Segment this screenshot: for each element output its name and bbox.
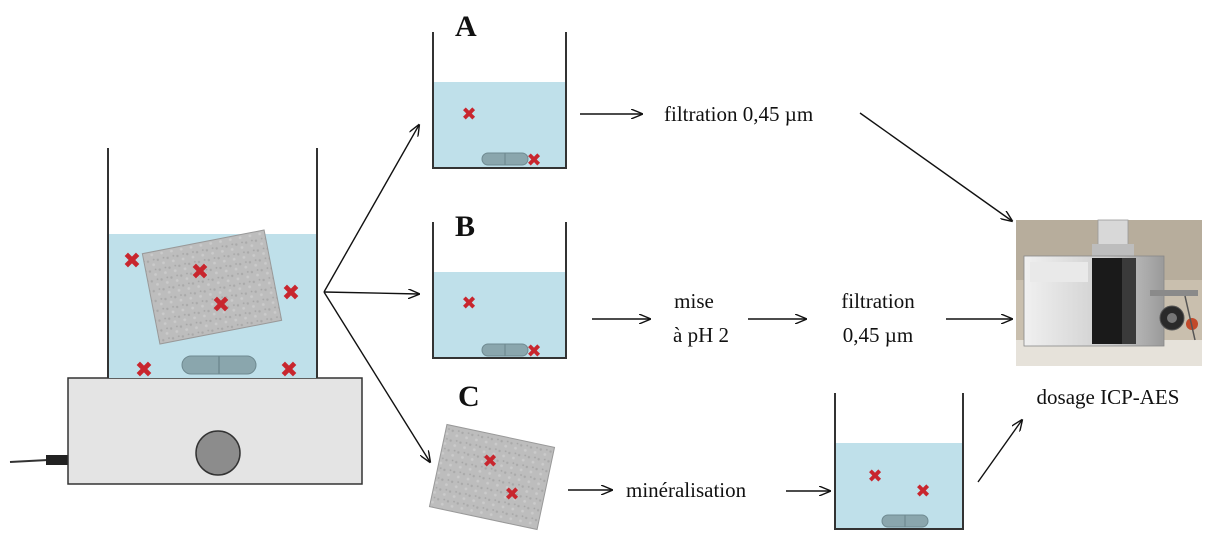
branch-b-ph-label-line2: à pH 2 [673, 323, 729, 347]
arrow-to-b [323, 292, 419, 294]
branch-a-filtration-label: filtration 0,45 µm [664, 102, 813, 126]
stirrer-knob [195, 430, 241, 476]
metal-marker: ✖ [191, 260, 209, 285]
main-beaker [107, 148, 318, 378]
metal-marker: ✖ [526, 150, 541, 171]
metal-marker: ✖ [482, 451, 497, 472]
arrow-a-to-icp [859, 112, 1012, 221]
branch-b-ph-label-line1: mise [674, 289, 714, 313]
beaker-c [834, 393, 964, 530]
branch-b-letter: B [455, 210, 475, 243]
metal-marker: ✖ [135, 358, 153, 383]
power-cable [9, 459, 49, 463]
branch-b-filtration-label-line2: 0,45 µm [843, 323, 913, 347]
metal-marker: ✖ [280, 358, 298, 383]
branch-b: B ✖ ✖ mise à pH 2 filtration 0,45 µm [432, 210, 1012, 362]
branch-c-letter: C [458, 380, 480, 413]
metal-marker: ✖ [282, 281, 300, 306]
beaker-b [432, 222, 567, 359]
branch-b-filtration-label-line1: filtration [841, 289, 915, 313]
beaker-a [432, 32, 567, 169]
metal-marker: ✖ [461, 104, 476, 125]
metal-marker: ✖ [504, 484, 519, 505]
power-plug [46, 455, 68, 465]
metal-marker: ✖ [867, 466, 882, 487]
beaker-b-stir-bar [481, 343, 529, 357]
arrow-to-c [323, 291, 430, 462]
metal-marker: ✖ [212, 293, 230, 318]
arrow-to-a [323, 125, 419, 293]
branch-arrows [323, 125, 430, 462]
beaker-c-stir-bar [881, 514, 929, 528]
filter-sheet [141, 229, 283, 345]
metal-marker: ✖ [526, 341, 541, 362]
beaker-a-stir-bar [481, 152, 529, 166]
main-stir-bar [181, 355, 257, 375]
metal-marker: ✖ [461, 293, 476, 314]
branch-c-mineralisation-label: minéralisation [626, 478, 747, 502]
branch-a-letter: A [455, 10, 477, 43]
main-setup: ✖ ✖ ✖ ✖ ✖ ✖ [9, 148, 363, 485]
branch-c: C ✖ ✖ minéralisation ✖ ✖ [428, 380, 1022, 531]
icp-aes-instrument [1016, 219, 1202, 366]
icp-aes-label: dosage ICP-AES [1037, 385, 1180, 409]
metal-marker: ✖ [915, 481, 930, 502]
filter-sheet-c [428, 423, 556, 531]
metal-marker: ✖ [123, 249, 141, 274]
branch-a: A ✖ ✖ filtration 0,45 µm [432, 10, 1012, 221]
arrow-c-to-icp [977, 420, 1022, 483]
